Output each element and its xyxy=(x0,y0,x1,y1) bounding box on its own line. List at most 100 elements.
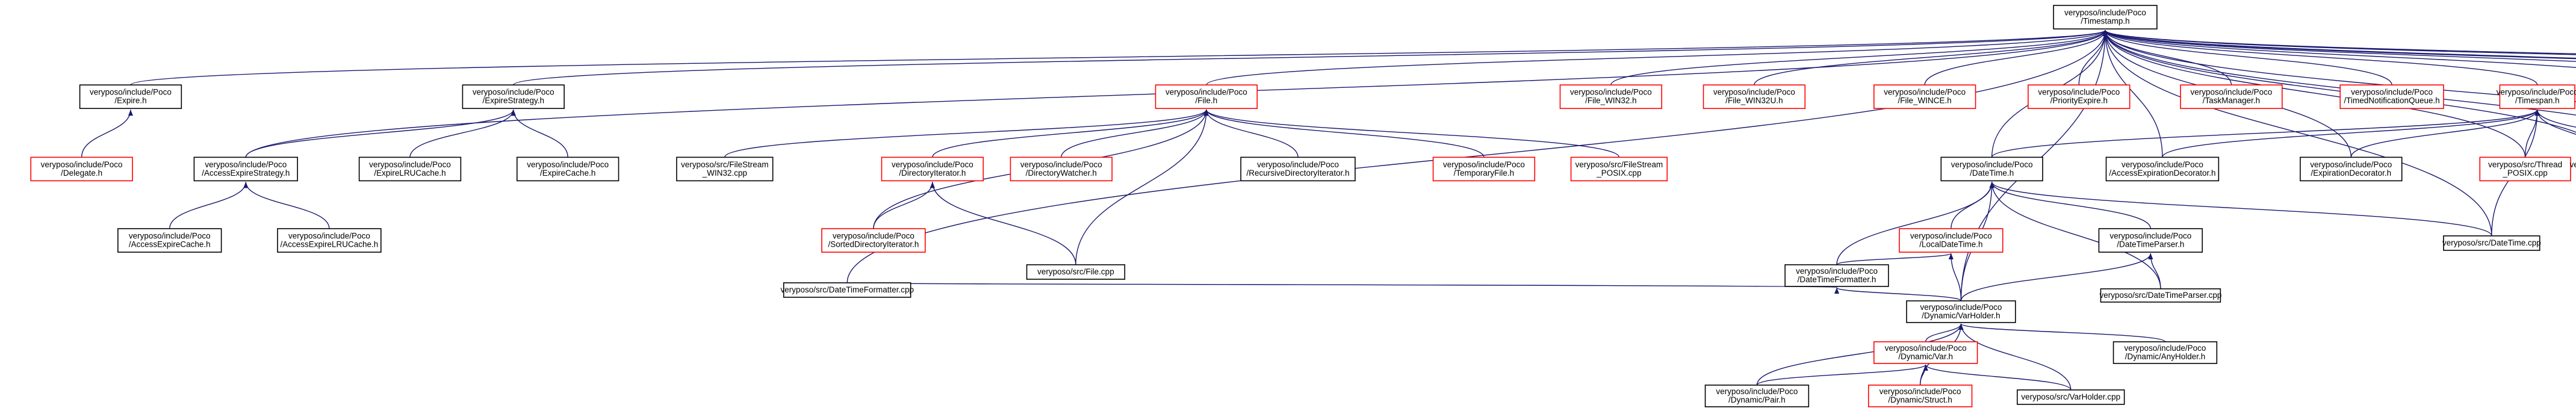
node-box xyxy=(783,282,911,298)
node-expirestrategy[interactable]: veryposo/include/Poco/ExpireStrategy.h xyxy=(462,84,565,110)
edge-varholder-to-localdatetime xyxy=(1948,253,1962,301)
node-datetimeparsercpp[interactable]: veryposo/src/DateTimeParser.cpp xyxy=(2100,288,2222,303)
node-expire[interactable]: veryposo/include/Poco/Expire.h xyxy=(79,84,182,110)
node-accessexpirationdecorator[interactable]: veryposo/include/Poco/AccessExpirationDe… xyxy=(2105,156,2220,182)
node-recursivediriter[interactable]: veryposo/include/Poco/RecursiveDirectory… xyxy=(1240,156,1356,182)
node-label: veryposo/include/Poco xyxy=(369,160,451,169)
node-label: /ExpirationDecorator.h xyxy=(2311,168,2392,178)
node-accessexpirelrucache[interactable]: veryposo/include/Poco/AccessExpireLRUCac… xyxy=(277,228,382,253)
node-box xyxy=(1784,264,1889,287)
node-varholdercpp[interactable]: veryposo/src/VarHolder.cpp xyxy=(2017,389,2125,405)
edge-datetimecpp-to-root xyxy=(2103,30,2492,236)
node-dynamicanyholder[interactable]: veryposo/include/Poco/Dynamic/AnyHolder.… xyxy=(2112,341,2218,364)
edge-expire-to-root xyxy=(130,29,2108,85)
edge-filestreamposix-to-file xyxy=(1204,109,1620,158)
node-datetimeparser[interactable]: veryposo/include/Poco/DateTimeParser.h xyxy=(2098,228,2203,253)
node-dynamicpair[interactable]: veryposo/include/Poco/Dynamic/Pair.h xyxy=(1704,385,1810,407)
node-box xyxy=(1873,341,1978,364)
node-delegate[interactable]: veryposo/include/Poco/Delegate.h xyxy=(30,156,133,182)
node-label: veryposo/include/Poco xyxy=(1920,303,2002,312)
node-label: _POSIX.cpp xyxy=(2502,168,2547,178)
node-filecpp[interactable]: veryposo/src/File.cpp xyxy=(1026,264,1126,280)
node-filewin32u[interactable]: veryposo/include/Poco/File_WIN32U.h xyxy=(1702,84,1806,110)
node-file[interactable]: veryposo/include/Poco/File.h xyxy=(1155,84,1258,110)
node-label: /DirectoryIterator.h xyxy=(899,168,966,178)
node-box xyxy=(2339,84,2444,110)
node-sorteddiriter[interactable]: veryposo/include/Poco/SortedDirectoryIte… xyxy=(821,228,926,253)
node-label: veryposo/include/Poco xyxy=(2310,160,2392,169)
node-directorywatcher[interactable]: veryposo/include/Poco/DirectoryWatcher.h xyxy=(1010,156,1113,182)
edge-datetimecpp-to-datetime xyxy=(1989,182,2492,236)
node-label: veryposo/include/Poco xyxy=(527,160,609,169)
node-accessexpirecache[interactable]: veryposo/include/Poco/AccessExpireCache.… xyxy=(117,228,222,253)
node-box xyxy=(2017,389,2125,405)
edge-accessexpirecache-to-accessexpirestrategy xyxy=(169,182,249,229)
edge-uniqueaccessexpirestrategy-to-root xyxy=(2103,30,2576,102)
node-label: /DateTime.h xyxy=(1970,168,2014,178)
edge-filewin32-to-root xyxy=(1610,29,2108,85)
edge-timespan-to-root xyxy=(2103,29,2538,85)
node-accessexpirestrategy[interactable]: veryposo/include/Poco/AccessExpireStrate… xyxy=(193,156,298,182)
node-dynamicvar[interactable]: veryposo/include/Poco/Dynamic/Var.h xyxy=(1873,341,1978,364)
node-filewince[interactable]: veryposo/include/Poco/File_WINCE.h xyxy=(1873,84,1976,110)
node-label: /Expire.h xyxy=(114,96,146,105)
node-filestreamposix[interactable]: veryposo/src/FileStream_POSIX.cpp xyxy=(1570,156,1668,182)
node-label: /File_WIN32.h xyxy=(1585,96,1637,105)
edge-accessexpirestrategy-to-expirestrategy xyxy=(245,110,516,158)
node-box xyxy=(2479,156,2571,182)
node-varholder[interactable]: veryposo/include/Poco/Dynamic/VarHolder.… xyxy=(1906,300,2016,323)
edge-varholder-to-datetimeformatter xyxy=(1834,287,1962,301)
node-expirationdecorator[interactable]: veryposo/include/Poco/ExpirationDecorato… xyxy=(2300,156,2403,182)
node-dynamicstruct[interactable]: veryposo/include/Poco/Dynamic/Struct.h xyxy=(1867,385,1973,407)
node-threadvx[interactable]: veryposo/src/Thread_VX.cpp xyxy=(2570,157,2576,181)
edge-dynamicvar-to-varholder xyxy=(1925,323,1964,342)
node-expirecache[interactable]: veryposo/include/Poco/ExpireCache.h xyxy=(517,156,619,182)
node-label: veryposo/src/DateTimeParser.cpp xyxy=(2100,291,2222,300)
node-box xyxy=(676,156,774,182)
node-label: /Delegate.h xyxy=(61,168,102,178)
node-label: /AccessExpireLRUCache.h xyxy=(281,240,379,249)
node-priorityexpire[interactable]: veryposo/include/Poco/PriorityExpire.h xyxy=(2028,84,2131,110)
node-label: veryposo/src/Thread xyxy=(2570,160,2576,169)
node-box xyxy=(30,156,133,182)
node-expirelrucache[interactable]: veryposo/include/Poco/ExpireLRUCache.h xyxy=(358,156,462,182)
edge-dynamicstruct-to-dynamicvar xyxy=(1919,364,1928,386)
node-threadposix[interactable]: veryposo/src/Thread_POSIX.cpp xyxy=(2479,156,2571,182)
node-label: veryposo/include/Poco xyxy=(1885,344,1967,353)
node-taskmanager[interactable]: veryposo/include/Poco/TaskManager.h xyxy=(2180,84,2283,110)
node-label: /SortedDirectoryIterator.h xyxy=(828,240,919,249)
edge-uniqueexpirestrategy-to-root xyxy=(2103,29,2576,62)
node-directoryiterator[interactable]: veryposo/include/Poco/DirectoryIterator.… xyxy=(881,156,984,182)
edge-datetimeparser-to-datetime xyxy=(1989,182,2152,229)
node-label: veryposo/include/Poco xyxy=(2497,88,2576,97)
edge-dynamicpair-to-dynamicvar xyxy=(1756,364,1928,386)
node-temporaryfile[interactable]: veryposo/include/Poco/TemporaryFile.h xyxy=(1432,156,1536,182)
node-label: /TaskManager.h xyxy=(2203,96,2260,105)
node-timednotif[interactable]: veryposo/include/Poco/TimedNotificationQ… xyxy=(2339,84,2444,110)
node-root[interactable]: veryposo/include/Poco/Timestamp.h xyxy=(2053,5,2158,29)
node-datetimeformatter[interactable]: veryposo/include/Poco/DateTimeFormatter.… xyxy=(1784,264,1889,287)
node-label: veryposo/src/VarHolder.cpp xyxy=(2021,392,2120,401)
edge-threadvx-to-timespan xyxy=(2534,110,2576,135)
node-datetime[interactable]: veryposo/include/Poco/DateTime.h xyxy=(1940,156,2043,182)
nodes-layer: veryposo/include/Poco/Timestamp.hverypos… xyxy=(30,5,2576,407)
node-datetimeformattercpp[interactable]: veryposo/src/DateTimeFormatter.cpp xyxy=(780,282,914,298)
edge-threadposix-to-root xyxy=(2103,30,2526,158)
node-timespan[interactable]: veryposo/include/Poco/Timespan.h xyxy=(2497,84,2576,110)
node-box xyxy=(1702,84,1806,110)
node-label: /LocalDateTime.h xyxy=(1919,240,1982,249)
node-filewin32[interactable]: veryposo/include/Poco/File_WIN32.h xyxy=(1559,84,1663,110)
node-localdatetime[interactable]: veryposo/include/Poco/LocalDateTime.h xyxy=(1899,228,2003,253)
edge-timednotif-to-root xyxy=(2103,29,2392,85)
edge-varholdercpp-to-varholder xyxy=(1958,323,2072,391)
node-label: /Timestamp.h xyxy=(2081,17,2129,26)
edge-datetime-to-timespan xyxy=(1991,109,2540,158)
node-label: /DateTimeFormatter.h xyxy=(1798,275,1876,284)
node-box xyxy=(2100,288,2221,303)
edge-varholder-to-datetimeparser xyxy=(1960,253,2153,301)
node-label: /File_WIN32U.h xyxy=(1725,96,1783,105)
node-filestreamwin32[interactable]: veryposo/src/FileStream_WIN32.cpp xyxy=(676,156,774,182)
node-box xyxy=(1704,385,1810,407)
node-box xyxy=(1570,156,1668,182)
node-datetimecpp[interactable]: veryposo/src/DateTime.cpp xyxy=(2442,235,2541,251)
